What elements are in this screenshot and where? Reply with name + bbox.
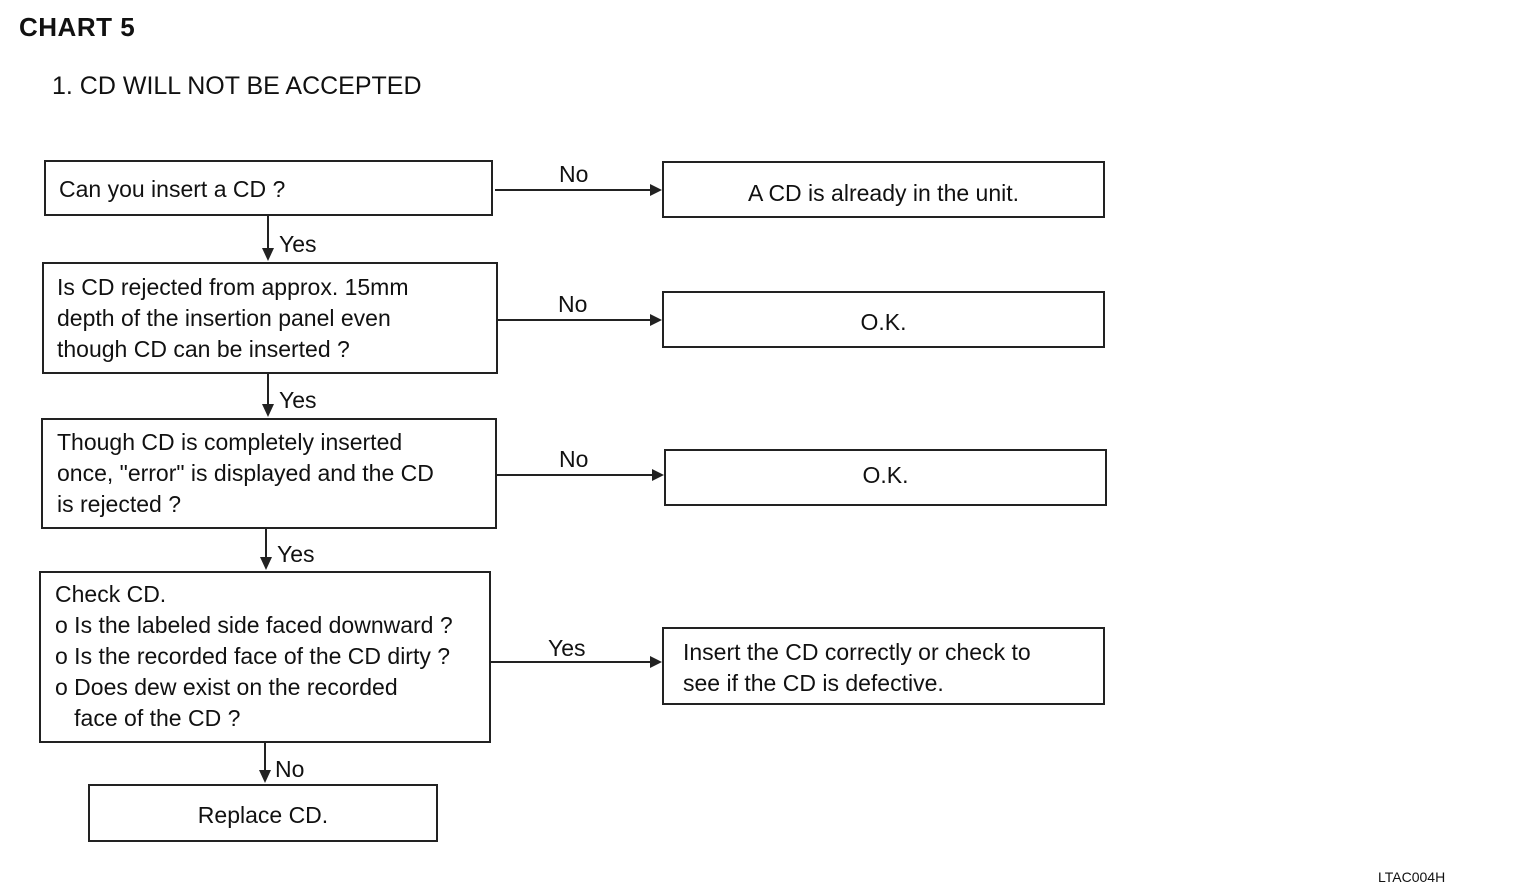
- result-text: O.K.: [862, 462, 909, 488]
- branch-label-no: No: [559, 161, 589, 187]
- branch-label-yes: Yes: [279, 231, 317, 257]
- decision-text: Can you insert a CD ?: [59, 176, 286, 202]
- result-box-insert-correctly: Insert the CD correctly or check to see …: [662, 627, 1105, 705]
- decision-box-check-cd: Check CD. o Is the labeled side faced do…: [39, 571, 491, 743]
- decision-box-error-displayed: Though CD is completely inserted once, "…: [41, 418, 497, 529]
- arrowhead-right-4: [650, 656, 662, 668]
- decision-text: Check CD. o Is the labeled side faced do…: [55, 581, 453, 731]
- branch-label-no: No: [559, 446, 589, 472]
- arrowhead-down-3: [260, 557, 272, 570]
- branch-label-yes: Yes: [279, 387, 317, 413]
- arrowhead-down-4: [259, 770, 271, 783]
- branch-label-no: No: [558, 291, 588, 317]
- chart-heading: CHART 5: [19, 12, 136, 42]
- arrowhead-right-2: [650, 314, 662, 326]
- arrowhead-right-1: [650, 184, 662, 196]
- section-title: 1. CD WILL NOT BE ACCEPTED: [52, 72, 422, 100]
- arrowhead-down-1: [262, 248, 274, 261]
- result-box-ok-2: O.K.: [664, 449, 1107, 506]
- figure-code: LTAC004H: [1378, 869, 1446, 885]
- branch-label-yes: Yes: [548, 635, 586, 661]
- result-box-ok-1: O.K.: [662, 291, 1105, 348]
- branch-label-yes: Yes: [277, 541, 315, 567]
- decision-box-insert-cd: Can you insert a CD ?: [44, 160, 493, 216]
- final-action-box: Replace CD.: [88, 784, 438, 842]
- decision-text: Is CD rejected from approx. 15mm depth o…: [57, 274, 409, 362]
- decision-box-cd-rejected-15mm: Is CD rejected from approx. 15mm depth o…: [42, 262, 498, 374]
- arrowhead-down-2: [262, 404, 274, 417]
- result-text: O.K.: [860, 309, 907, 335]
- arrowhead-right-3: [652, 469, 664, 481]
- result-text: A CD is already in the unit.: [747, 180, 1020, 206]
- final-action-text: Replace CD.: [197, 802, 329, 828]
- branch-label-no: No: [275, 756, 305, 782]
- result-text: Insert the CD correctly or check to see …: [683, 639, 1031, 696]
- result-box-cd-already-in-unit: A CD is already in the unit.: [662, 161, 1105, 218]
- decision-text: Though CD is completely inserted once, "…: [57, 429, 434, 517]
